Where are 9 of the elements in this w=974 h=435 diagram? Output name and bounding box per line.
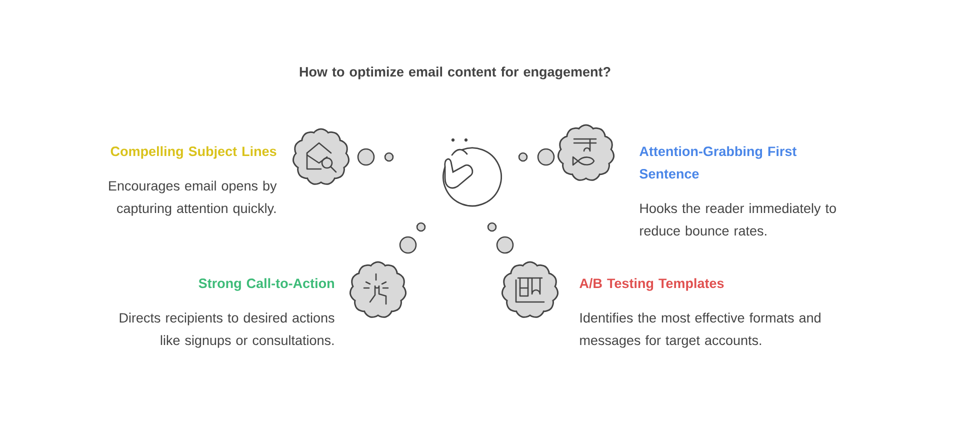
topic-heading: Attention-Grabbing First Sentence [640,146,797,179]
topic-description: Encourages email opens by capturing attention quickly. [109,180,277,216]
title: How to optimize email content for engagement? [300,66,610,80]
topic-description: Directs recipients to desired actions like signups or consultations. [120,312,334,348]
topic-description: Hooks the reader immediately to reduce bounce rates. [640,203,836,236]
topic-heading: A/B Testing Templates [580,278,724,291]
topic-heading: Compelling Subject Lines [110,146,276,159]
topic-heading: Strong Call-to-Action [198,278,334,291]
topic-description: Identifies the most effective formats and messages for target accounts. [580,312,820,348]
